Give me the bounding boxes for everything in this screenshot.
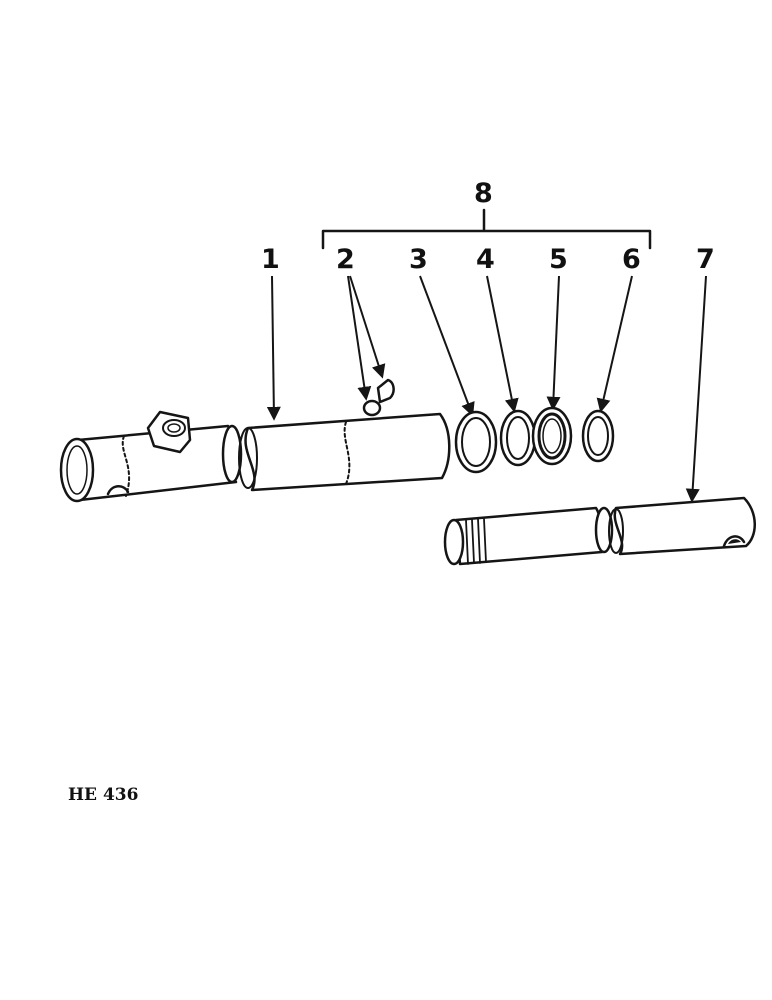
part-6-ring — [581, 409, 615, 463]
part-5-ring — [531, 406, 573, 466]
leader-3 — [419, 275, 475, 417]
part-1-cylinder-barrel — [59, 410, 451, 503]
callout-7: 7 — [696, 244, 715, 275]
callout-6: 6 — [622, 244, 641, 275]
barrel-base-end — [59, 437, 95, 503]
leader-2a — [347, 275, 372, 401]
leader-5 — [546, 275, 561, 411]
part-3-ring — [454, 410, 498, 474]
leader-lines — [266, 275, 707, 503]
leader-7 — [685, 275, 707, 503]
callout-5: 5 — [549, 244, 568, 275]
part-4-ring — [499, 409, 537, 467]
leader-1 — [266, 275, 281, 421]
callout-1: 1 — [261, 244, 280, 275]
leader-6 — [596, 275, 633, 413]
part-7-piston-rod — [443, 496, 756, 566]
callout-8: 8 — [474, 178, 493, 209]
part-2-fitting — [362, 378, 395, 417]
group-bracket — [321, 208, 652, 250]
callout-3: 3 — [409, 244, 428, 275]
callout-4: 4 — [476, 244, 495, 275]
leader-2b — [349, 275, 386, 379]
callout-2: 2 — [336, 244, 355, 275]
figure-code: HE 436 — [68, 785, 138, 805]
leader-4 — [486, 275, 519, 413]
